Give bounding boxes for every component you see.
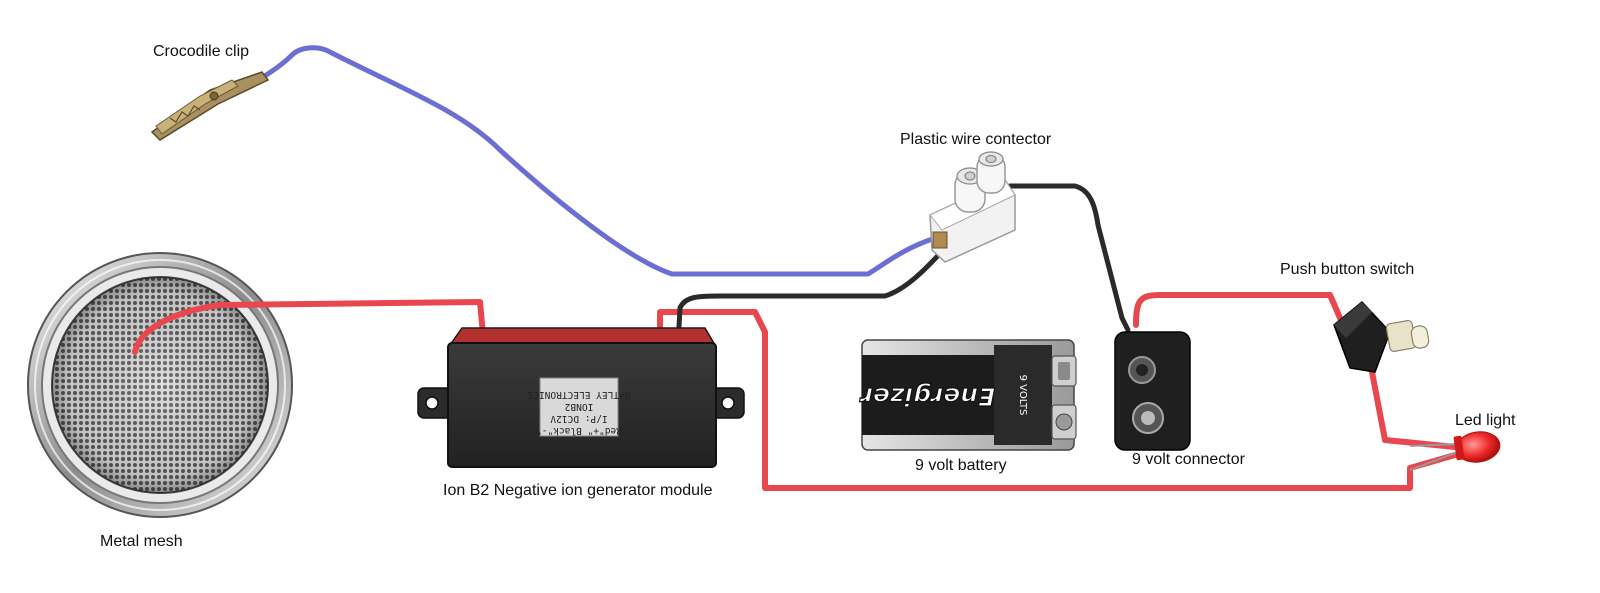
metal-mesh xyxy=(27,252,293,518)
red-wire-module-to-led xyxy=(657,309,1458,491)
battery-brand: Energizer xyxy=(859,382,995,411)
led-light xyxy=(1409,431,1501,471)
module-label-line-2: IONB2 xyxy=(565,401,594,412)
label-led-light: Led light xyxy=(1455,412,1516,429)
module-label-line-4: Red"+" Black"-" xyxy=(536,425,622,436)
module-label-line-3: I/P: DC12V xyxy=(550,413,607,424)
push-button-switch xyxy=(1333,300,1430,373)
red-wire-switch-to-led xyxy=(1369,369,1458,450)
label-push-button-switch: Push button switch xyxy=(1280,261,1415,278)
module-label-line-1: OATLEY ELECTRONICS xyxy=(527,389,630,400)
label-metal-mesh: Metal mesh xyxy=(100,533,183,550)
plastic-wire-connector xyxy=(929,151,1016,263)
battery-9v: Energizer 9 VOLTS xyxy=(859,339,1077,451)
label-connector: 9 volt connector xyxy=(1132,451,1245,468)
label-crocodile-clip: Crocodile clip xyxy=(153,43,250,60)
label-plastic-wire-connector: Plastic wire contector xyxy=(900,131,1052,148)
label-ion-module: Ion B2 Negative ion generator module xyxy=(443,482,713,499)
crocodile-clip xyxy=(150,71,270,141)
black-wire-module-to-connector xyxy=(675,245,948,348)
blue-wire-clip-to-connector xyxy=(255,45,938,277)
battery-volts: 9 VOLTS xyxy=(1017,375,1028,416)
ion-generator-module: OATLEY ELECTRONICS IONB2 I/P: DC12V Red"… xyxy=(417,327,745,468)
black-wire-connector-to-battery-clip xyxy=(1007,183,1131,333)
red-wire-connector-to-switch xyxy=(1133,292,1343,328)
battery-connector-9v xyxy=(1114,331,1191,451)
red-wire-mesh-to-module xyxy=(132,299,487,355)
label-battery: 9 volt battery xyxy=(915,457,1007,474)
